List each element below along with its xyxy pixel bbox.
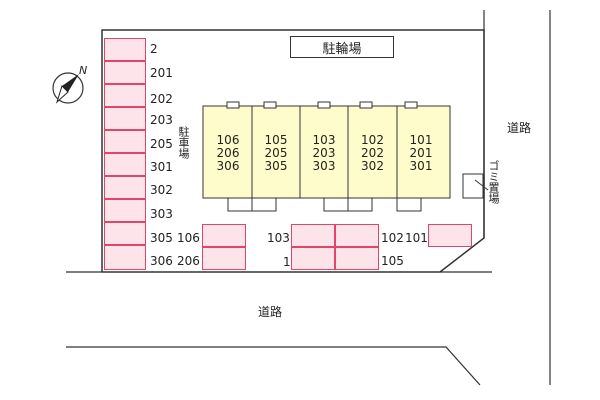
- stall-label: 105: [381, 254, 404, 268]
- stall-label: 101: [405, 231, 428, 245]
- compass-north-label: N: [79, 64, 88, 77]
- unit-number: 306: [216, 159, 240, 173]
- parking-stall: [104, 130, 146, 153]
- bicycle-parking-label: 駐輪場: [322, 41, 362, 57]
- building-unit: 106 206 306: [204, 134, 252, 173]
- building-unit: 102 202 302: [348, 134, 397, 173]
- unit-number: 106: [216, 133, 240, 147]
- stall-label: 301: [150, 160, 173, 174]
- parking-stall: [104, 153, 146, 176]
- road-edge-bottom-lower: [66, 346, 481, 386]
- road-label-bottom: 道路: [258, 305, 283, 319]
- stall-label: 2: [150, 42, 158, 56]
- unit-number: 206: [216, 146, 240, 160]
- parking-stall: [335, 247, 379, 270]
- building-unit: 105 205 305: [252, 134, 300, 173]
- parking-stall: [291, 247, 335, 270]
- parking-stall: [202, 224, 246, 247]
- parking-stall: [104, 84, 146, 107]
- parking-stall: [335, 224, 379, 247]
- unit-number: 201: [409, 146, 433, 160]
- unit-number: 302: [361, 159, 384, 173]
- road-label-right: 道路: [507, 121, 532, 135]
- unit-number: 103: [312, 133, 336, 147]
- stall-label: 203: [150, 113, 173, 127]
- parking-stall: [104, 38, 146, 61]
- stall-label: 302: [150, 183, 173, 197]
- parking-stall: [104, 245, 146, 270]
- stall-label: 206: [177, 254, 200, 268]
- stall-label: 205: [150, 137, 173, 151]
- garbage-area: [462, 173, 484, 199]
- unit-number: 205: [264, 146, 288, 160]
- garbage-label: ゴミ置場: [487, 160, 500, 204]
- parking-stall: [202, 247, 246, 270]
- building-block: [202, 101, 451, 212]
- stall-label: 103: [267, 231, 290, 245]
- unit-number: 105: [264, 133, 288, 147]
- stall-label: 305: [150, 231, 173, 245]
- stall-label: 106: [177, 231, 200, 245]
- stall-label: 201: [150, 66, 173, 80]
- stall-label: 303: [150, 207, 173, 221]
- unit-number: 101: [409, 133, 433, 147]
- unit-number: 203: [312, 146, 336, 160]
- parking-stall: [104, 107, 146, 130]
- garbage-leader: [474, 179, 489, 191]
- unit-number: 301: [409, 159, 433, 173]
- compass: [52, 72, 84, 104]
- stall-label: 202: [150, 92, 173, 106]
- parking-stall: [291, 224, 335, 247]
- parking-stall: [104, 61, 146, 84]
- unit-number: 202: [361, 146, 384, 160]
- parking-stall: [104, 222, 146, 245]
- unit-number: 303: [312, 159, 336, 173]
- bicycle-parking-box: 駐輪場: [290, 36, 394, 58]
- parking-stall: [104, 199, 146, 222]
- building-unit: 101 201 301: [397, 134, 445, 173]
- unit-number: 305: [264, 159, 288, 173]
- stall-label: 1: [283, 255, 291, 269]
- car-parking-label: 駐車場: [177, 126, 190, 159]
- unit-number: 102: [361, 133, 384, 147]
- building-unit: 103 203 303: [300, 134, 348, 173]
- parking-stall: [104, 176, 146, 199]
- stall-label: 306: [150, 254, 173, 268]
- stall-label: 102: [381, 231, 404, 245]
- parking-stall: [428, 224, 472, 247]
